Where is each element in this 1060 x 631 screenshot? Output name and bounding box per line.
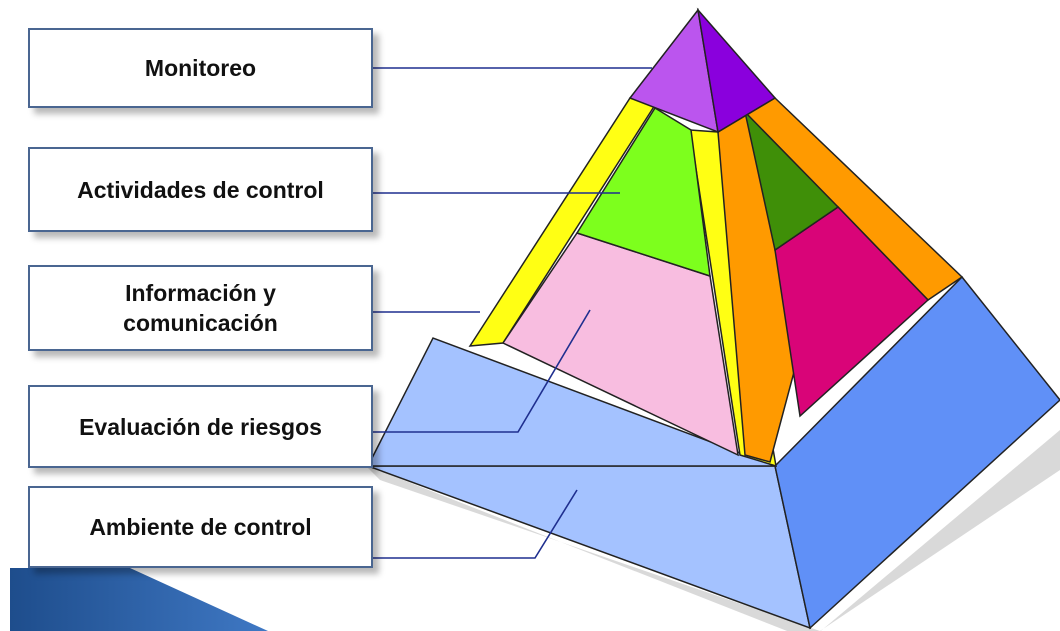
label-informacion: Información y comunicación <box>123 280 278 336</box>
label-evaluacion: Evaluación de riesgos <box>79 413 322 440</box>
layer-ambiente-front-left <box>366 337 776 467</box>
label-monitoreo: Monitoreo <box>144 55 257 81</box>
layer-monitoreo-right <box>696 7 777 134</box>
label-box-ambiente: Ambiente de control <box>28 486 373 568</box>
label-box-evaluacion: Evaluación de riesgos <box>28 385 373 468</box>
pyramid-shadow <box>365 430 1060 631</box>
layer-ambiente-right <box>774 275 1060 630</box>
label-box-actividades: Actividades de control <box>28 147 373 232</box>
label-ambiente: Ambiente de control <box>89 514 312 540</box>
layer-actividades-front <box>575 106 711 278</box>
label-actividades: Actividades de control <box>77 176 324 203</box>
corner-accent <box>10 568 268 631</box>
connector-ambiente <box>373 489 578 559</box>
label-box-informacion: Información y comunicación <box>28 265 373 351</box>
layer-actividades-right <box>743 109 840 252</box>
connector-evaluacion <box>373 309 591 433</box>
layer-ambiente-front <box>367 465 812 630</box>
label-box-monitoreo: Monitoreo <box>28 28 373 108</box>
